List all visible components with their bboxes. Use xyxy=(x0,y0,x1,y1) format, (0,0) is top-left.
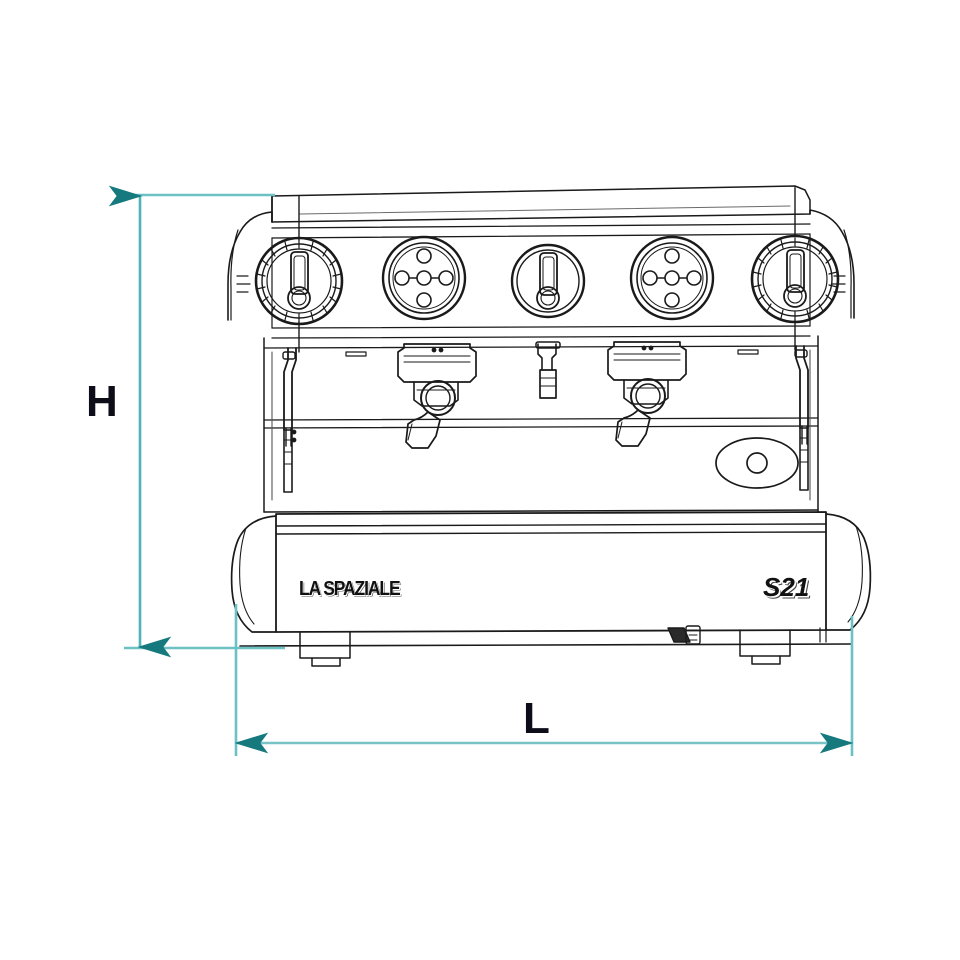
control-panel-band xyxy=(271,223,811,339)
group-head-right xyxy=(607,341,687,447)
brew-button-pad-left xyxy=(381,235,467,321)
height-dimension-label: H xyxy=(86,377,118,426)
tray-emblem xyxy=(715,437,799,489)
steam-wand-right xyxy=(794,345,809,491)
steam-valve-knob-right xyxy=(750,234,840,324)
machine-base xyxy=(239,625,853,667)
pressure-gauge xyxy=(510,243,586,319)
mid-body xyxy=(263,335,819,513)
model-number-text: S21 xyxy=(763,572,810,602)
group-head-left xyxy=(397,343,477,449)
body-detail-marks xyxy=(285,349,808,447)
steam-valve-knob-left xyxy=(254,236,344,326)
brand-logo-text: LA SPAZIALE xyxy=(299,578,401,601)
brew-button-pad-right xyxy=(629,235,715,321)
panel-guide-lines xyxy=(298,187,796,353)
machine-outline xyxy=(227,185,872,667)
top-cup-warmer-panel xyxy=(271,185,811,223)
length-dimension-label: L xyxy=(523,694,550,743)
hot-water-wand-center xyxy=(535,341,561,399)
